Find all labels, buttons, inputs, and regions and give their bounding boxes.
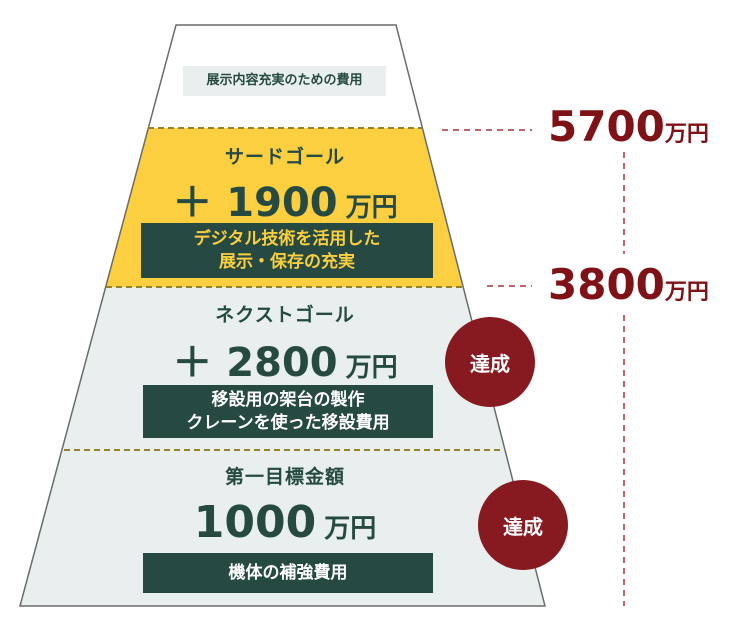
- first-goal-amount-unit: 万円: [324, 514, 377, 544]
- top-section-label: 展示内容充実のための費用: [183, 66, 386, 96]
- next-goal-achieved-badge: 達成: [445, 317, 535, 407]
- next-goal-amount-unit: 万円: [345, 353, 398, 383]
- total-5700-unit: 万円: [664, 122, 709, 147]
- first-goal-amount-value: 1000: [193, 497, 317, 548]
- total-5700-value: 5700: [548, 102, 665, 151]
- next-goal-desc-line1: 移設用の架台の製作: [211, 389, 365, 410]
- next-goal-amount-value: ＋ 2800: [172, 340, 338, 386]
- third-goal-desc-line2: 展示・保存の充実: [219, 251, 355, 272]
- third-goal-amount-unit: 万円: [345, 193, 398, 223]
- next-goal-desc-line2: クレーンを使った移設費用: [186, 412, 390, 433]
- first-goal-title: 第一目標金額: [224, 466, 345, 488]
- third-goal-title: サードゴール: [224, 146, 345, 168]
- third-goal-desc-line1: デジタル技術を活用した: [193, 228, 381, 249]
- total-3800-value: 3800: [548, 260, 665, 309]
- third-goal-amount-value: ＋ 1900: [172, 180, 338, 226]
- first-goal-description: 機体の補強費用: [143, 553, 433, 593]
- next-goal-title: ネクストゴール: [215, 304, 355, 326]
- third-goal-description: デジタル技術を活用した 展示・保存の充実: [141, 223, 433, 278]
- next-goal-description: 移設用の架台の製作 クレーンを使った移設費用: [143, 385, 433, 438]
- first-goal-achieved-badge: 達成: [478, 480, 568, 570]
- total-5700: 5700万円: [548, 102, 709, 151]
- first-goal-desc-line1: 機体の補強費用: [228, 562, 348, 583]
- total-3800-unit: 万円: [664, 280, 709, 305]
- total-3800: 3800万円: [548, 260, 709, 309]
